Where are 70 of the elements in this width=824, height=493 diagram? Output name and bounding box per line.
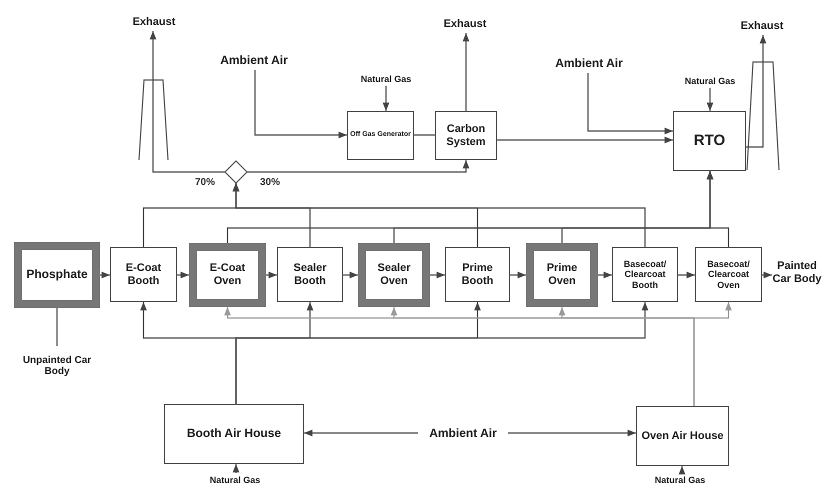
flow-label: Exhaust — [123, 14, 185, 31]
arrow — [678, 466, 686, 474]
edge-label: 70% — [193, 177, 218, 188]
node-label: Phosphate — [26, 268, 88, 282]
flow-label: Natural Gas — [641, 473, 719, 488]
oven-box — [14, 242, 100, 308]
node-label: Prime Oven — [546, 262, 578, 288]
flow-label: Natural Gas — [196, 473, 274, 488]
arrow — [497, 136, 673, 144]
process-box — [673, 111, 746, 171]
oven-box — [526, 243, 598, 307]
process-box — [277, 247, 343, 302]
arrow — [382, 86, 390, 111]
node-label: Prime Booth — [460, 262, 494, 288]
arrow — [508, 430, 636, 436]
arrow — [150, 31, 225, 173]
arrow — [430, 272, 445, 278]
process-box — [636, 406, 729, 466]
arrow — [746, 35, 766, 148]
arrow — [235, 302, 648, 404]
flow-label: Natural Gas — [349, 72, 423, 86]
flow-label: Exhaust — [434, 16, 496, 33]
node-label: Sealer Booth — [292, 262, 328, 288]
process-box — [347, 111, 414, 160]
process-box — [612, 247, 678, 302]
flow-label: Ambient Air — [418, 425, 508, 442]
arrow — [462, 33, 470, 111]
flow-label: Unpainted Car Body — [18, 346, 96, 386]
process-box — [445, 247, 510, 302]
arrow — [706, 171, 730, 247]
node-label: Carbon System — [445, 122, 487, 148]
process-box — [110, 247, 177, 302]
process-box — [695, 247, 762, 302]
node-label: Basecoat/ Clearcoat Oven — [706, 258, 751, 290]
oven-box — [189, 243, 266, 307]
connector-line — [56, 308, 58, 346]
flow-label: Ambient Air — [208, 52, 300, 70]
node-label: E-Coat Booth — [124, 262, 162, 288]
node-label: Oven Air House — [641, 430, 724, 442]
process-box — [435, 111, 497, 160]
edge-label: 30% — [258, 177, 282, 188]
splitter-diamond — [225, 161, 247, 183]
node-label: RTO — [694, 132, 726, 150]
oven-box — [358, 243, 430, 307]
arrow — [304, 430, 418, 436]
flow-label: Natural Gas — [670, 74, 750, 88]
node-label: Booth Air House — [186, 427, 282, 441]
flow-label: Ambient Air — [543, 55, 635, 73]
arrow — [100, 272, 110, 278]
arrow — [587, 73, 673, 134]
arrow — [343, 272, 358, 278]
arrow — [678, 272, 695, 278]
node-label: Basecoat/ Clearcoat Booth — [622, 258, 668, 290]
arrow — [510, 272, 526, 278]
arrow — [706, 88, 714, 111]
arrow — [177, 272, 189, 278]
flow-label: Painted Car Body — [772, 250, 822, 296]
arrow — [598, 272, 612, 278]
arrow — [254, 70, 347, 138]
node-label: Sealer Oven — [376, 262, 412, 288]
flow-label: Exhaust — [731, 18, 793, 35]
arrow — [693, 302, 732, 406]
process-box — [164, 404, 304, 464]
arrow — [232, 464, 240, 473]
arrow — [266, 272, 277, 278]
arrow — [232, 183, 646, 247]
node-label: E-Coat Oven — [208, 262, 246, 288]
arrow — [762, 272, 772, 278]
connector-line — [414, 134, 435, 136]
arrow — [247, 160, 470, 173]
